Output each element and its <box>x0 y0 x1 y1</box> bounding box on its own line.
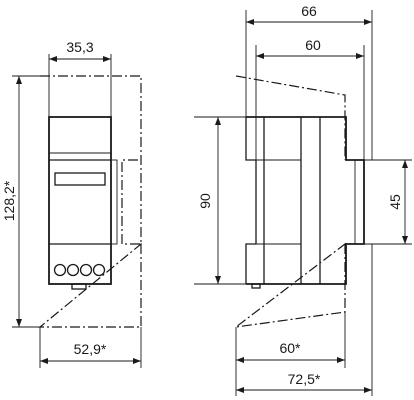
dim-side-depth-total: 66 <box>301 3 317 19</box>
din-rail-profile <box>245 117 257 284</box>
button-4 <box>92 263 106 277</box>
dim-front-cover-width: 52,9* <box>74 341 107 357</box>
dim-side-height-body: 90 <box>197 193 213 209</box>
button-2 <box>66 263 80 277</box>
button-3 <box>79 263 93 277</box>
module-body <box>48 116 112 285</box>
side-view: 66 60 90 45 60* 72,5* <box>194 3 412 396</box>
side-body <box>246 116 365 285</box>
side-clip <box>251 283 261 289</box>
side-cover-outline <box>233 75 346 328</box>
dim-front-width: 35,3 <box>66 39 93 55</box>
dim-side-depth-with-cover: 72,5* <box>288 371 321 387</box>
dim-side-depth-body: 60 <box>305 37 321 53</box>
dim-front-height: 128,2* <box>1 180 17 221</box>
display-window <box>54 172 106 186</box>
front-cover-outline <box>38 75 142 328</box>
button-1 <box>53 263 67 277</box>
module-side-strip <box>110 159 118 245</box>
dim-side-depth-bottom: 60* <box>279 340 301 356</box>
rail-clip <box>71 283 87 290</box>
front-view: 35,3 128,2* 52,9* <box>1 39 142 368</box>
dim-side-height-front: 45 <box>387 194 403 210</box>
